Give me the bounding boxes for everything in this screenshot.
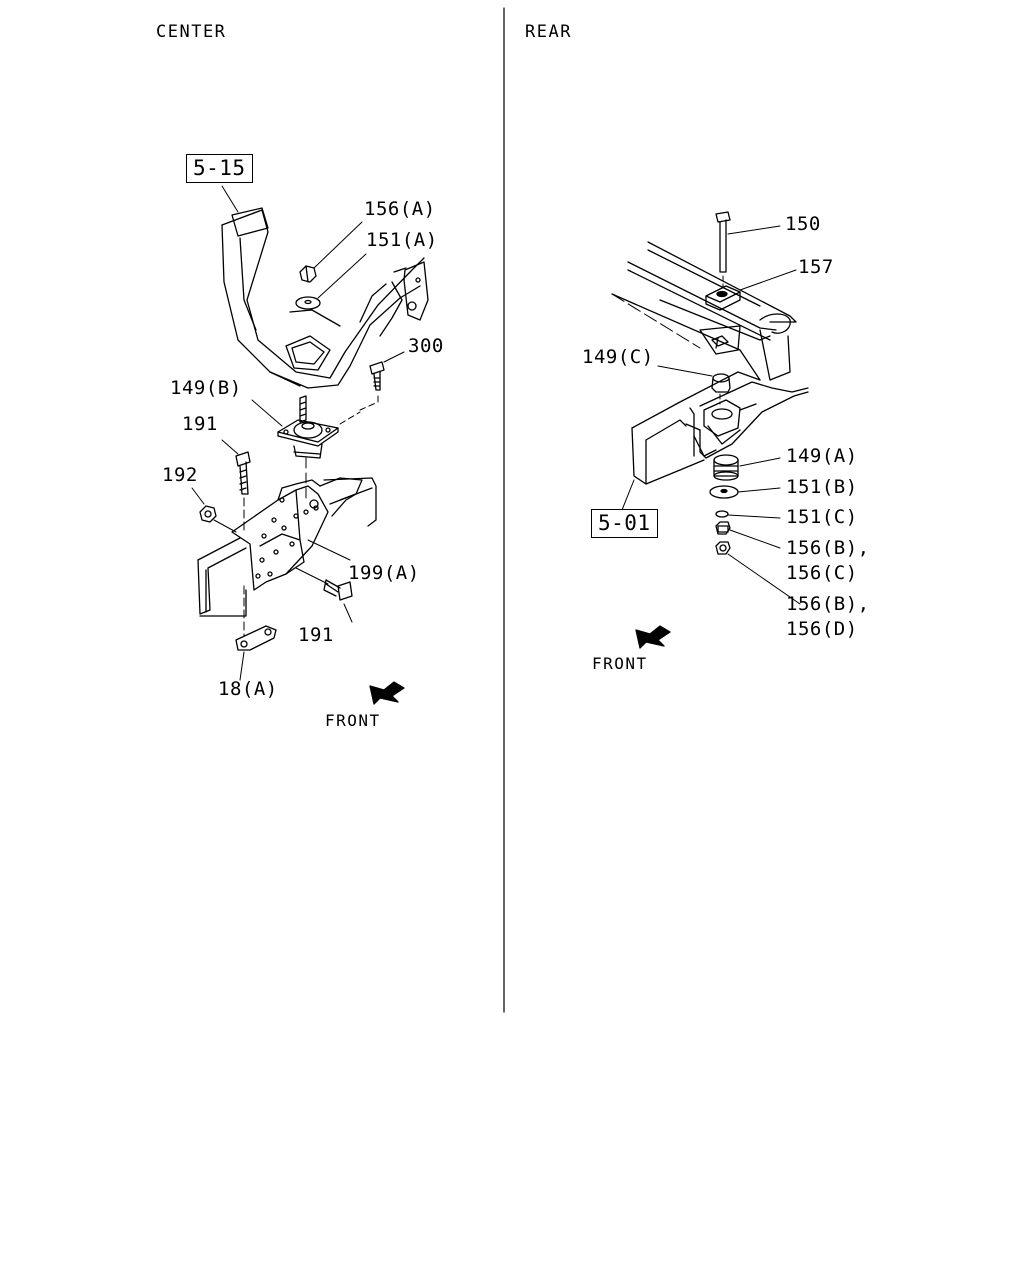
bolt-191-top-icon [236,452,250,494]
nut-156b-icon [716,522,730,534]
rear-mount-pocket [694,400,740,456]
front-label-rear: FRONT [592,654,648,673]
washer-151c-icon [716,511,728,517]
spacer-157-icon [706,286,740,310]
rear-crossmember [612,242,808,484]
label-part-156b-2[interactable]: 156(B), [786,593,870,615]
label-part-192[interactable]: 192 [162,464,198,486]
label-part-300[interactable]: 300 [408,335,444,357]
ref-box-5-01[interactable]: 5-01 [591,509,658,539]
label-part-149c[interactable]: 149(C) [582,346,654,368]
washer-151a-icon [296,297,320,309]
insulator-149b-icon [278,396,338,458]
center-crossmember-bracket [222,208,428,388]
label-part-191-top[interactable]: 191 [182,413,218,435]
label-part-191-bottom[interactable]: 191 [298,624,334,646]
label-part-156d[interactable]: 156(D) [786,618,858,640]
nut-156d-icon [716,542,730,554]
gusset-bracket-199a [232,478,362,590]
insulator-149c-icon [712,374,730,392]
label-part-157[interactable]: 157 [798,256,834,278]
label-part-156b-1[interactable]: 156(B), [786,537,870,559]
label-part-151a[interactable]: 151(A) [366,229,438,251]
label-part-151b[interactable]: 151(B) [786,476,858,498]
label-part-156c[interactable]: 156(C) [786,562,858,584]
label-part-150[interactable]: 150 [785,213,821,235]
label-part-149a[interactable]: 149(A) [786,445,858,467]
front-arrow-icon-center [370,682,404,704]
section-title-rear: REAR [525,22,572,42]
plate-18a-icon [236,626,276,650]
bolt-191-bottom-icon [324,580,352,600]
label-part-156a[interactable]: 156(A) [364,198,436,220]
bolt-150-icon [716,212,730,272]
insulator-149a-icon [714,455,738,480]
label-part-18a[interactable]: 18(A) [218,678,278,700]
label-part-149b[interactable]: 149(B) [170,377,242,399]
label-part-151c[interactable]: 151(C) [786,506,858,528]
front-arrow-icon-rear [636,626,670,648]
nut-192-icon [200,506,216,522]
nut-156a-icon [300,266,316,282]
front-label-center: FRONT [325,711,381,730]
section-title-center: CENTER [156,22,227,42]
ref-box-5-15[interactable]: 5-15 [186,154,253,184]
label-part-199a[interactable]: 199(A) [348,562,420,584]
bolt-300-icon [370,362,384,390]
